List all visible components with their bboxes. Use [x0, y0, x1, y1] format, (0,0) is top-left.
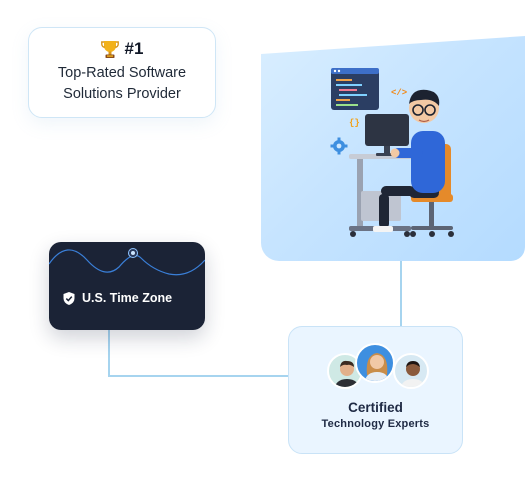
- trophy-icon: [100, 39, 119, 59]
- award-heading: #1: [29, 38, 215, 60]
- certified-title: Certified: [348, 400, 403, 415]
- wave-line: [49, 248, 205, 276]
- code-tag-icon: </>: [391, 88, 407, 98]
- award-line-2: Solutions Provider: [63, 86, 181, 102]
- certified-experts-card: Certified Technology Experts: [288, 326, 463, 454]
- connector-line-vertical-left: [108, 330, 110, 376]
- connector-line-vertical-right: [400, 261, 402, 327]
- gear-icon: [330, 137, 348, 155]
- timezone-card: U.S. Time Zone: [49, 242, 205, 330]
- timezone-label: U.S. Time Zone: [82, 291, 173, 305]
- developer-illustration: </> {}: [330, 68, 454, 237]
- avatar-group: [289, 343, 462, 393]
- avatar: [355, 343, 395, 383]
- shield-check-icon: [63, 291, 75, 305]
- award-rank: #1: [124, 39, 144, 58]
- award-card: #1 Top-Rated Software Solutions Provider: [28, 27, 216, 118]
- timezone-label-row: U.S. Time Zone: [63, 291, 172, 305]
- connector-line-horizontal: [108, 375, 289, 377]
- developer-illustration-card: </> {}: [261, 36, 525, 261]
- avatar: [393, 353, 429, 389]
- braces-icon: {}: [349, 118, 360, 128]
- developer-figure: [373, 89, 445, 232]
- certified-subtitle: Technology Experts: [321, 418, 430, 430]
- award-line-1: Top-Rated Software: [57, 65, 187, 81]
- code-window-icon: [331, 68, 379, 110]
